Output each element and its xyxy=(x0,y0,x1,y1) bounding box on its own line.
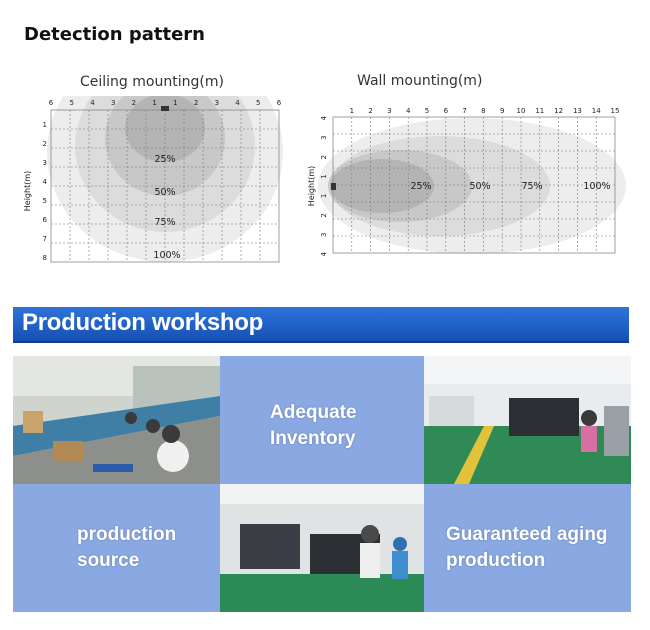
wall-top-tick: 13 xyxy=(573,107,582,115)
wall-top-tick: 3 xyxy=(387,107,391,115)
ceiling-left-tick: 5 xyxy=(43,197,47,205)
ceiling-left-tick: 1 xyxy=(43,121,47,129)
ceiling-top-tick: 5 xyxy=(256,99,260,107)
ceiling-top-tick: 6 xyxy=(277,99,282,107)
wall-top-tick: 5 xyxy=(425,107,429,115)
ceiling-top-tick: 1 xyxy=(173,99,177,107)
ceiling-top-tick: 2 xyxy=(132,99,136,107)
wall-zone-label-100: 100% xyxy=(583,181,610,192)
ceiling-left-tick: 6 xyxy=(43,216,48,224)
wall-top-tick: 7 xyxy=(462,107,466,115)
wall-top-tick: 11 xyxy=(535,107,544,115)
production-workshop-title: Production workshop xyxy=(22,309,263,336)
wall-left-tick: 4 xyxy=(320,251,328,256)
wall-top-tick: 8 xyxy=(481,107,485,115)
ceiling-zone-label-100: 100% xyxy=(153,250,180,261)
ceiling-top-tick: 4 xyxy=(90,99,95,107)
ceiling-left-tick: 2 xyxy=(43,140,47,148)
wall-left-tick: 3 xyxy=(320,135,328,139)
wall-sensor-icon xyxy=(331,183,336,190)
ceiling-zone-label-75: 75% xyxy=(154,217,175,228)
ceiling-zone-label-50: 50% xyxy=(154,187,175,198)
ceiling-left-tick: 7 xyxy=(43,235,47,243)
wall-left-tick: 2 xyxy=(320,155,328,159)
wall-zone-label-25: 25% xyxy=(410,181,431,192)
wall-top-tick: 4 xyxy=(406,107,411,115)
ceiling-top-tick: 4 xyxy=(235,99,240,107)
wall-zone-label-50: 50% xyxy=(469,181,490,192)
ceiling-top-tick: 1 xyxy=(152,99,156,107)
wall-ylabel: Height(m) xyxy=(307,166,316,206)
ceiling-ylabel: Height(m) xyxy=(23,171,32,211)
wall-top-tick: 2 xyxy=(368,107,372,115)
wall-left-tick: 2 xyxy=(320,213,328,217)
wall-top-tick: 6 xyxy=(444,107,449,115)
wall-left-tick: 1 xyxy=(320,194,328,198)
workshop-photo-assembly xyxy=(13,356,220,484)
production-workshop-banner: Production workshop xyxy=(13,307,629,343)
ceiling-top-tick: 2 xyxy=(194,99,198,107)
ceiling-zone-label-25: 25% xyxy=(154,154,175,165)
wall-top-tick: 12 xyxy=(554,107,563,115)
wall-top-tick: 15 xyxy=(611,107,620,115)
wall-left-tick: 4 xyxy=(320,115,328,120)
workshop-photo-floor xyxy=(424,356,631,484)
wall-zone-25 xyxy=(330,159,434,213)
ceiling-top-tick: 6 xyxy=(49,99,54,107)
wall-left-tick: 1 xyxy=(320,174,328,178)
workshop-photo-smt-line xyxy=(220,484,424,612)
ceiling-top-tick: 3 xyxy=(111,99,115,107)
wall-zone-label-75: 75% xyxy=(521,181,542,192)
ceiling-left-tick: 8 xyxy=(43,254,47,262)
ceiling-sensor-icon xyxy=(161,106,169,111)
ceiling-left-tick: 3 xyxy=(43,159,47,167)
ceiling-top-tick: 3 xyxy=(215,99,219,107)
wall-top-tick: 10 xyxy=(517,107,526,115)
wall-top-tick: 14 xyxy=(592,107,601,115)
ceiling-chart-title: Ceiling mounting(m) xyxy=(80,74,224,90)
ceiling-left-tick: 4 xyxy=(43,178,48,186)
wall-top-tick: 1 xyxy=(350,107,354,115)
wall-chart-title: Wall mounting(m) xyxy=(357,73,483,89)
wall-top-tick: 9 xyxy=(500,107,504,115)
wall-left-tick: 3 xyxy=(320,233,328,237)
detection-pattern-title: Detection pattern xyxy=(24,24,205,45)
ceiling-top-tick: 5 xyxy=(69,99,73,107)
